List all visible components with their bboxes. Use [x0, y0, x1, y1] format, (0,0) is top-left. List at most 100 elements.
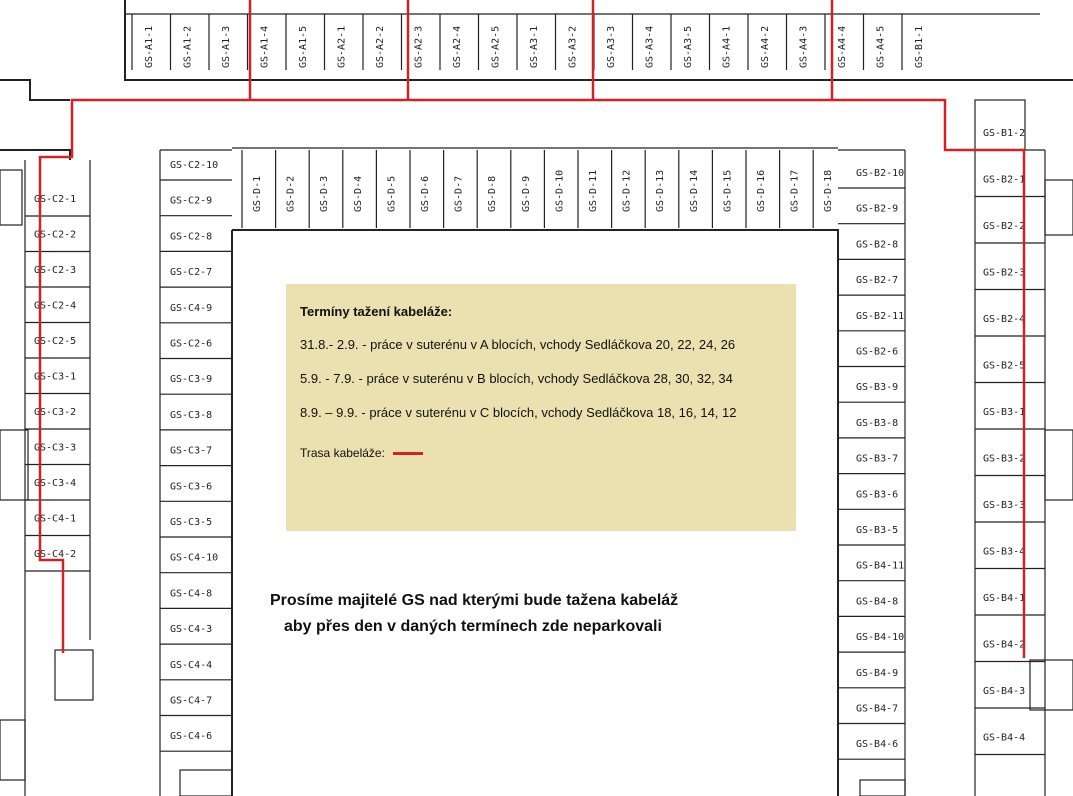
space-label-right-outer: GS-B2-3 [983, 268, 1025, 279]
space-label-d: GS-D-16 [756, 170, 767, 212]
space-label-top: GS-A4-2 [760, 26, 771, 68]
space-label-left-inner: GS-C4-6 [170, 731, 212, 742]
space-label-left-inner: GS-C3-6 [170, 481, 212, 492]
space-label-right-inner: GS-B3-6 [856, 489, 898, 500]
space-label-right-outer: GS-B4-3 [983, 686, 1025, 697]
space-label-left-inner: GS-C2-9 [170, 196, 212, 207]
space-label-top: GS-A1-3 [221, 26, 232, 68]
space-label-right-inner: GS-B2-7 [856, 275, 898, 286]
space-label-right-outer: GS-B2-2 [983, 221, 1025, 232]
space-label-d: GS-D-8 [487, 176, 498, 212]
space-label-left-inner: GS-C4-10 [170, 553, 218, 564]
parking-space-labels: GS-A1-1 GS-A1-2 GS-A1-3 GS-A1-4 GS-A1-5 GS-A2… [25, 14, 1045, 760]
space-label-d: GS-D-10 [554, 170, 565, 212]
space-label-left-inner: GS-C3-7 [170, 446, 212, 457]
space-label-left-outer: GS-C2-4 [34, 301, 76, 312]
space-label-right-outer: GS-B2-5 [983, 361, 1025, 372]
space-label-d: GS-D-17 [790, 170, 801, 212]
schedule-line-c: 8.9. – 9.9. - práce v suterénu v C blocí… [300, 405, 737, 420]
space-label-right-inner: GS-B4-8 [856, 596, 898, 607]
space-label-top: GS-A2-1 [337, 26, 348, 68]
space-label-right-outer: GS-B3-1 [983, 407, 1025, 418]
space-label-left-inner: GS-C4-7 [170, 696, 212, 707]
space-label-left-inner: GS-C4-8 [170, 588, 212, 599]
space-label-right-outer: GS-B2-1 [983, 175, 1025, 186]
space-label-left-outer: GS-C3-3 [34, 443, 76, 454]
space-label-right-inner: GS-B3-5 [856, 525, 898, 536]
space-label-left-inner: GS-C2-7 [170, 267, 212, 278]
space-label-right-outer: GS-B4-4 [983, 733, 1025, 744]
space-label-top: GS-A2-2 [375, 26, 386, 68]
space-label-left-inner: GS-C2-8 [170, 231, 212, 242]
notice-line-2: aby přes den v daných termínech zde nepa… [284, 618, 662, 635]
space-label-top: GS-A3-2 [568, 26, 579, 68]
space-label-left-outer: GS-C3-1 [34, 372, 76, 383]
space-label-right-inner: GS-B4-10 [856, 632, 904, 643]
space-label-top: GS-A1-5 [298, 26, 309, 68]
space-label-top: GS-A3-4 [645, 26, 656, 68]
space-label-d: GS-D-5 [386, 176, 397, 212]
space-label-d: GS-D-15 [722, 170, 733, 212]
space-label-right-inner: GS-B2-8 [856, 239, 898, 250]
space-label-right-outer: GS-B1-2 [983, 128, 1025, 139]
space-label-d: GS-D-14 [689, 170, 700, 212]
space-label-d: GS-D-11 [588, 170, 599, 212]
space-label-d: GS-D-6 [420, 176, 431, 212]
space-label-left-outer: GS-C4-2 [34, 549, 76, 560]
route-legend: Trasa kabeláže: [300, 446, 782, 460]
space-label-left-outer: GS-C2-5 [34, 336, 76, 347]
space-label-top: GS-A4-4 [837, 26, 848, 68]
space-label-top: GS-A1-2 [183, 26, 194, 68]
space-label-left-outer: GS-C4-1 [34, 514, 76, 525]
space-label-left-outer: GS-C3-4 [34, 478, 76, 489]
space-label-right-outer: GS-B2-4 [983, 314, 1025, 325]
space-label-right-inner: GS-B4-11 [856, 561, 904, 572]
space-label-top: GS-A4-5 [876, 26, 887, 68]
space-label-d: GS-D-18 [823, 170, 834, 212]
space-label-right-outer: GS-B3-2 [983, 454, 1025, 465]
space-label-d: GS-D-1 [252, 176, 263, 212]
space-label-top: GS-A4-1 [722, 26, 733, 68]
space-label-d: GS-D-2 [286, 176, 297, 212]
space-label-left-outer: GS-C2-1 [34, 194, 76, 205]
space-label-right-outer: GS-B4-1 [983, 593, 1025, 604]
space-label-right-inner: GS-B2-9 [856, 204, 898, 215]
space-label-right-inner: GS-B4-9 [856, 668, 898, 679]
space-label-right-outer: GS-B4-2 [983, 640, 1025, 651]
cable-route-line [38, 0, 1026, 658]
space-label-d: GS-D-13 [655, 170, 666, 212]
space-label-left-inner: GS-C4-4 [170, 660, 212, 671]
schedule-line-a: 31.8.- 2.9. - práce v suterénu v A blocí… [300, 337, 736, 352]
notice-line-1: Prosíme majitelé GS nad kterými bude taž… [270, 592, 679, 609]
space-label-left-inner: GS-C2-10 [170, 160, 218, 171]
space-label-top: GS-A1-1 [144, 26, 155, 68]
space-label-right-inner: GS-B2-10 [856, 168, 904, 179]
space-label-left-inner: GS-C3-8 [170, 410, 212, 421]
space-label-top: GS-A4-3 [799, 26, 810, 68]
route-legend-swatch [392, 451, 423, 455]
space-label-top: GS-B1-1 [914, 26, 925, 68]
space-label-d: GS-D-7 [454, 176, 465, 212]
space-label-right-inner: GS-B2-6 [856, 347, 898, 358]
space-label-top: GS-A2-4 [452, 26, 463, 68]
space-label-right-inner: GS-B3-9 [856, 382, 898, 393]
cable-work-schedule-panel: Termíny tažení kabeláže: 31.8.- 2.9. - p… [286, 284, 796, 531]
space-label-d: GS-D-12 [622, 170, 633, 212]
space-label-left-inner: GS-C4-3 [170, 624, 212, 635]
space-label-top: GS-A2-5 [491, 26, 502, 68]
space-label-left-inner: GS-C3-9 [170, 374, 212, 385]
route-legend-label: Trasa kabeláže: [300, 446, 385, 460]
space-label-top: GS-A1-4 [260, 26, 271, 68]
space-label-left-outer: GS-C3-2 [34, 407, 76, 418]
schedule-line-b: 5.9. - 7.9. - práce v suterénu v B blocí… [300, 371, 733, 386]
space-label-top: GS-A3-3 [606, 26, 617, 68]
space-label-left-inner: GS-C3-5 [170, 517, 212, 528]
space-label-right-outer: GS-B3-3 [983, 500, 1025, 511]
space-label-right-inner: GS-B4-7 [856, 704, 898, 715]
schedule-title: Termíny tažení kabeláže: [300, 304, 453, 319]
space-label-right-outer: GS-B3-4 [983, 547, 1025, 558]
space-label-top: GS-A3-1 [529, 26, 540, 68]
space-label-d: GS-D-4 [353, 176, 364, 212]
